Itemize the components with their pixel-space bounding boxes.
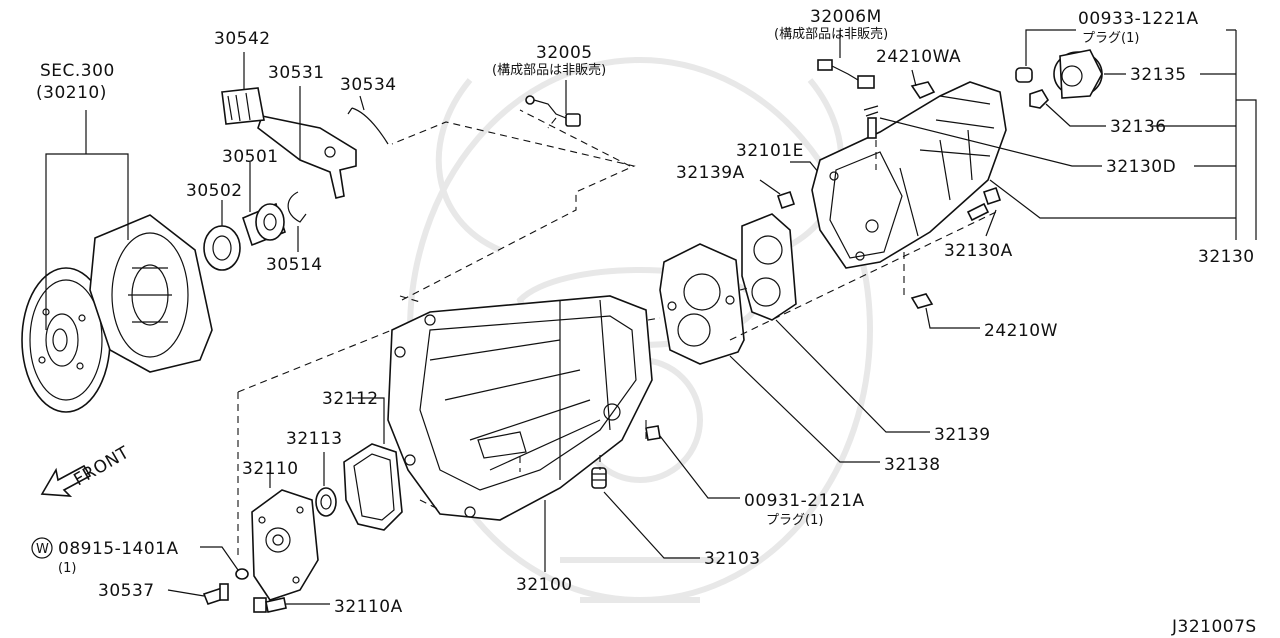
retainer-spring[interactable] — [287, 191, 307, 223]
washer-08915[interactable] — [235, 568, 249, 580]
clutch-disc[interactable] — [21, 267, 111, 413]
label-32110: 32110 — [242, 459, 299, 479]
label-32103: 32103 — [704, 549, 761, 569]
label-30501: 30501 — [222, 147, 279, 167]
transmission-case-32100[interactable] — [387, 295, 653, 521]
bolt-30537[interactable] — [202, 583, 229, 605]
label-00931-note: プラグ(1) — [766, 513, 823, 528]
label-32135: 32135 — [1130, 65, 1187, 85]
label-32138: 32138 — [884, 455, 941, 475]
label-30514: 30514 — [266, 255, 323, 275]
adapter-plate-32138[interactable] — [659, 243, 745, 365]
label-32006M-note: (構成部品は非販売) — [774, 26, 888, 42]
pressure-plate[interactable] — [89, 214, 213, 373]
label-32100: 32100 — [516, 575, 573, 595]
bolt-32130A[interactable] — [966, 186, 1002, 222]
bolt-32110A[interactable] — [253, 597, 287, 613]
rod-32130D[interactable] — [863, 105, 879, 139]
clip-24210WA[interactable] — [910, 81, 936, 99]
label-32101E: 32101E — [736, 141, 804, 161]
oil-seal-32113[interactable] — [315, 487, 337, 517]
assembly-outline-main — [237, 121, 636, 560]
front-cover-32110[interactable] — [251, 489, 319, 601]
label-32130: 32130 — [1198, 247, 1255, 267]
label-sec300-ref: (30210) — [36, 83, 107, 103]
label-24210WA: 24210WA — [876, 47, 961, 67]
label-washer-symbol: W — [36, 542, 49, 557]
release-bearing[interactable] — [203, 225, 241, 271]
plug-00933[interactable] — [1015, 67, 1033, 83]
label-00931: 00931-2121A — [744, 491, 865, 511]
gasket-32112[interactable] — [343, 443, 403, 531]
bolt-32139A[interactable] — [776, 190, 796, 210]
washer-symbol-icon — [31, 537, 53, 559]
plug-32103[interactable] — [591, 467, 607, 489]
label-00933: 00933-1221A — [1078, 9, 1199, 29]
label-sec300: SEC.300 — [40, 61, 115, 81]
withdrawal-lever[interactable] — [257, 115, 357, 199]
label-08915-qty: (1) — [58, 561, 76, 576]
front-arrow-icon — [40, 464, 92, 497]
label-32005: 32005 — [536, 43, 593, 63]
switch-32006M[interactable] — [817, 59, 875, 89]
clip-24210W[interactable] — [910, 293, 934, 309]
label-32113: 32113 — [286, 429, 343, 449]
label-32130D: 32130D — [1106, 157, 1176, 177]
release-sleeve[interactable] — [242, 202, 286, 247]
label-24210W: 24210W — [984, 321, 1058, 341]
sensor-32005[interactable] — [525, 95, 581, 127]
label-32139: 32139 — [934, 425, 991, 445]
label-30502: 30502 — [186, 181, 243, 201]
label-32136: 32136 — [1110, 117, 1167, 137]
label-front: FRONT — [71, 443, 134, 491]
label-32110A: 32110A — [334, 597, 403, 617]
plug-00931[interactable] — [645, 425, 661, 441]
label-30534: 30534 — [340, 75, 397, 95]
nut-32136[interactable] — [1029, 89, 1050, 109]
gasket-32139[interactable] — [741, 213, 797, 321]
label-30537: 30537 — [98, 581, 155, 601]
label-32005-note: (構成部品は非販売) — [492, 62, 606, 78]
label-32139A: 32139A — [676, 163, 745, 183]
label-32130A: 32130A — [944, 241, 1013, 261]
spring-clip-30534[interactable] — [347, 107, 389, 145]
label-00933-note: プラグ(1) — [1082, 31, 1139, 46]
label-30531: 30531 — [268, 63, 325, 83]
extension-housing-32130[interactable] — [811, 81, 1007, 269]
label-08915: 08915-1401A — [58, 539, 179, 559]
label-32006M: 32006M — [810, 7, 882, 27]
label-diagram-code: J321007S — [1171, 617, 1257, 637]
label-30542: 30542 — [214, 29, 271, 49]
lever-boot[interactable] — [221, 87, 265, 125]
rear-cover-32135[interactable] — [1053, 49, 1103, 99]
label-32112: 32112 — [322, 389, 379, 409]
